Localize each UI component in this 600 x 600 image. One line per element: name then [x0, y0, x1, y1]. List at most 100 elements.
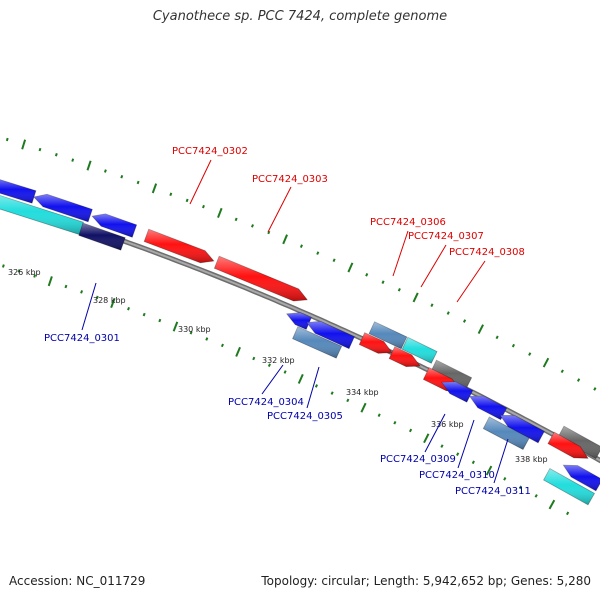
- scale-tick-outer: [477, 324, 484, 335]
- gene-edge-cyan-shade: [0, 195, 84, 235]
- scale-tick-inner: [330, 391, 334, 395]
- gene-label-leader: [424, 413, 446, 453]
- scale-tick-inner: [205, 337, 209, 341]
- gene-reverse-0311-shade: [483, 417, 530, 450]
- scale-tick-inner: [534, 494, 538, 498]
- scale-tick-inner: [127, 306, 130, 311]
- gene-reverse-0310-shade: [500, 415, 545, 443]
- scale-tick-outer: [593, 387, 597, 391]
- scale-tick-inner: [64, 284, 68, 289]
- gene-reverse-0301-shade: [78, 223, 126, 251]
- scale-tick-inner: [297, 373, 304, 384]
- scale-tick-inner: [485, 465, 493, 476]
- gene-label-leader: [267, 186, 292, 233]
- scale-label: 326 kbp: [8, 268, 41, 277]
- scale-tick-outer: [120, 174, 124, 179]
- scale-tick-inner: [252, 356, 256, 361]
- scale-tick-outer: [103, 169, 107, 173]
- scale-tick-outer: [71, 158, 75, 162]
- scale-tick-inner: [47, 276, 53, 287]
- gene-forward-0308-gray-shade: [430, 360, 472, 390]
- gene-reverse-blue-left-shade: [33, 194, 93, 222]
- scale-tick-outer: [365, 273, 369, 277]
- scale-tick-outer: [169, 192, 173, 197]
- gene-label: PCC7424_0308: [449, 247, 525, 258]
- scale-tick-outer: [412, 292, 419, 303]
- scale-tick-outer: [542, 357, 550, 368]
- genome-summary: Topology: circular; Length: 5,942,652 bp…: [261, 574, 591, 588]
- scale-tick-inner: [548, 499, 556, 510]
- scale-tick-inner: [566, 511, 570, 516]
- gene-reverse-edge-shade: [563, 465, 600, 491]
- gene-reverse-cyan-edge-shade: [543, 468, 595, 505]
- gene-label: PCC7424_0307: [408, 231, 484, 242]
- scale-tick-outer: [234, 217, 238, 222]
- scale-tick-outer: [495, 335, 499, 340]
- gene-label-leader: [392, 230, 409, 277]
- scale-tick-outer: [5, 137, 9, 142]
- gene-label: PCC7424_0302: [172, 146, 248, 157]
- scale-tick-inner: [346, 398, 350, 403]
- scale-tick-outer: [136, 180, 140, 185]
- gene-edge-blue-shade: [0, 179, 36, 204]
- scale-tick-outer: [267, 230, 271, 235]
- map-title: Cyanothece sp. PCC 7424, complete genome: [152, 9, 448, 24]
- scale-tick-inner: [235, 346, 241, 357]
- scale-tick-inner: [471, 460, 475, 465]
- scale-tick-outer: [332, 258, 336, 263]
- scale-tick-outer: [217, 207, 223, 218]
- scale-tick-inner: [440, 444, 444, 448]
- scale-tick-inner: [360, 402, 367, 413]
- gene-label-leader: [456, 260, 486, 303]
- scale-tick-inner: [172, 321, 179, 332]
- gene-label-leader: [261, 364, 284, 395]
- scale-tick-inner: [1, 264, 5, 268]
- scale-label: 332 kbp: [262, 356, 295, 365]
- gene-forward-0303-shade: [214, 256, 308, 301]
- scale-tick-inner: [189, 330, 193, 335]
- scale-tick-inner: [283, 370, 287, 374]
- scale-tick-outer: [430, 303, 434, 307]
- scale-tick-outer: [381, 280, 385, 284]
- scale-tick-outer: [185, 198, 189, 203]
- scale-tick-inner: [142, 312, 146, 317]
- scale-tick-inner: [377, 413, 381, 417]
- scale-tick-outer: [54, 153, 58, 157]
- gene-forward-cyan-shade: [402, 337, 437, 364]
- gene-label-leader: [306, 366, 320, 409]
- scale-tick-outer: [202, 204, 205, 209]
- gene-forward-steel-shade: [369, 321, 407, 349]
- scale-label: 334 kbp: [346, 388, 379, 397]
- gene-label: PCC7424_0311: [455, 486, 531, 497]
- scale-tick-outer: [299, 244, 303, 248]
- scale-tick-inner: [80, 290, 84, 294]
- gene-reverse-0305-shade: [292, 326, 342, 359]
- gene-forward-0306-shade: [359, 332, 392, 354]
- gene-label: PCC7424_0310: [419, 470, 495, 481]
- scale-tick-outer: [462, 319, 467, 323]
- scale-label: 336 kbp: [431, 420, 464, 429]
- scale-tick-inner: [503, 477, 507, 481]
- gene-reverse-blue-shade: [92, 213, 137, 238]
- gene-reverse-0309-shade: [469, 396, 507, 420]
- gene-label-leader: [493, 438, 509, 484]
- scale-tick-outer: [511, 343, 516, 348]
- scale-tick-inner: [409, 428, 413, 433]
- scale-tick-inner: [17, 269, 21, 273]
- scale-tick-inner: [110, 297, 116, 309]
- scale-label: 328 kbp: [93, 296, 126, 305]
- gene-label-leader: [420, 244, 447, 288]
- gene-label: PCC7424_0309: [380, 454, 456, 465]
- gene-label: PCC7424_0303: [252, 174, 328, 185]
- scale-tick-outer: [151, 183, 158, 194]
- scale-tick-inner: [423, 433, 430, 444]
- gene-label: PCC7424_0305: [267, 411, 343, 422]
- scale-tick-outer: [21, 139, 27, 150]
- scale-tick-outer: [86, 160, 92, 171]
- gene-forward-red-right-shade: [548, 432, 588, 459]
- scale-tick-inner: [314, 384, 318, 388]
- scale-tick-outer: [282, 234, 288, 245]
- scale-tick-outer: [576, 378, 581, 382]
